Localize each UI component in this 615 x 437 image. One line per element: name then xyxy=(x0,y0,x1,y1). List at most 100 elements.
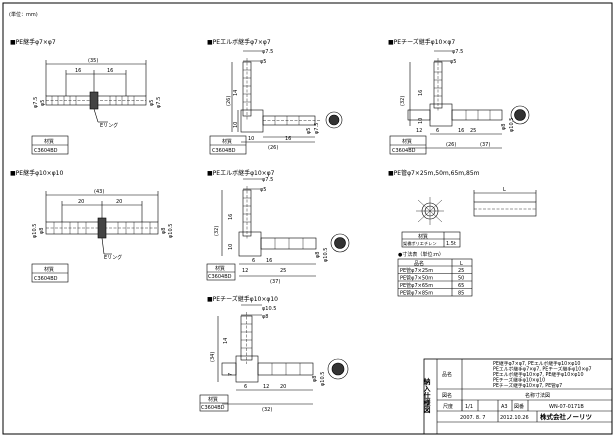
material-header: 材質 xyxy=(215,265,225,272)
part-title: ■PEチーズ継手φ10×φ10 xyxy=(207,295,278,303)
dim-label: φ7.5 xyxy=(262,49,273,55)
dim-label: φ7.5 xyxy=(314,123,320,134)
dim-label: φ5 xyxy=(260,187,266,193)
dim-label: 10 xyxy=(233,122,239,128)
material-header: 材質 xyxy=(208,396,218,403)
material-header: 材質 xyxy=(418,233,428,240)
unit-note: (単位：mm) xyxy=(9,11,38,18)
dim-label: φ8 xyxy=(315,252,321,258)
material-value: 架橋ポリエチレン xyxy=(403,240,437,247)
dim-label: (26) xyxy=(226,96,232,106)
hinmei-line: PE継手φ7×φ7, PEエルボ継手φ10×φ10 xyxy=(493,360,580,367)
dim-label: 10 xyxy=(418,118,424,124)
company-name: 株式会社ノーリツ xyxy=(540,412,593,421)
hinmei-label: 品名 xyxy=(442,371,452,378)
dim-label: φ5 xyxy=(260,59,266,65)
dim-label: 12 xyxy=(242,268,248,274)
table-cell: 25 xyxy=(458,268,464,274)
dim-label: 10 xyxy=(248,136,254,142)
table-header: 品名 xyxy=(414,260,424,267)
part-joint-10x10: ■PE継手φ10×φ10 (43) 20 20 φ10.5 φ8 φ8 φ10.… xyxy=(10,169,174,283)
dim-label: φ8 xyxy=(39,228,45,234)
dim-label: 16 xyxy=(228,214,234,220)
part-pe-pipe: ■PE管φ7×25m,50m,65m,85m L 材質 架橋ポリエチレン 1.5… xyxy=(388,169,537,297)
dim-label: (35) xyxy=(88,58,98,64)
dim-label: φ5 xyxy=(40,100,46,106)
dim-label: 20 xyxy=(280,384,286,390)
part-joint-7x7: ■PE継手φ7×φ7 (35) 16 16 φ7.5 φ5 φ5 φ7.5 Eリ… xyxy=(10,38,162,155)
table-cell: PE管φ7×25m xyxy=(400,267,433,274)
part-title: ■PEエルボ継手φ10×φ7 xyxy=(207,169,275,177)
dim-label: (32) xyxy=(214,226,220,236)
dim-label: 16 xyxy=(75,68,81,74)
dim-label: φ10.5 xyxy=(320,372,326,386)
part-title: ■PEエルボ継手φ7×φ7 xyxy=(207,38,271,46)
dim-label: 25 xyxy=(470,128,476,134)
size-table: 品名 L PE管φ7×25m 25 PE管φ7×50m 50 PE管φ7×65m… xyxy=(397,258,473,297)
table-cell: PE管φ7×50m xyxy=(400,275,433,282)
hinmei-line: PEエルボ継手φ10×φ7, PE継手φ10×φ10 xyxy=(493,371,584,378)
size-table-title: ●寸法表（単位:m） xyxy=(398,251,444,258)
hinmei-line: PEチーズ継手φ10×φ10 xyxy=(493,377,545,384)
part-title: ■PE継手φ10×φ10 xyxy=(10,169,63,177)
dim-label: (43) xyxy=(94,189,104,195)
paper-size: A3 xyxy=(501,404,508,410)
dim-label: φ7.5 xyxy=(33,97,39,108)
side-label: 納入仕様図 xyxy=(423,377,432,414)
dim-label: φ7.5 xyxy=(452,49,463,55)
table-header: L xyxy=(460,261,463,267)
dim-label: φ8 xyxy=(161,228,167,234)
dim-label: 16 xyxy=(266,258,272,264)
dim-label: φ10.5 xyxy=(509,118,515,132)
dim-label: φ10.5 xyxy=(168,224,174,238)
zuban-value: WN-07-0171B xyxy=(549,404,584,410)
part-title: ■PEチーズ継手φ10×φ7 xyxy=(388,38,455,46)
dim-label: 20 xyxy=(116,199,122,205)
dim-label: 16 xyxy=(458,128,464,134)
dim-label: φ8 xyxy=(312,376,318,382)
dim-label: 6 xyxy=(244,384,247,390)
dim-label: 10 xyxy=(228,244,234,250)
part-elbow-10x7: ■PEエルボ継手φ10×φ7 φ7.5 φ5 (32) 16 10 6 12 2… xyxy=(206,169,350,285)
scale-value: 1/1 xyxy=(465,404,473,410)
zuban-label: 図番 xyxy=(514,403,524,410)
material-header: 材質 xyxy=(402,138,412,145)
zumei-value: 名称寸法図 xyxy=(525,392,550,399)
dim-label: (37) xyxy=(270,279,280,285)
material-value: C3604BD xyxy=(212,148,236,154)
dim-label: 14 xyxy=(223,338,229,344)
dim-label: (26) xyxy=(446,142,456,148)
table-cell: 85 xyxy=(458,291,464,297)
dim-label-L: L xyxy=(503,187,506,193)
dim-label: 6 xyxy=(436,128,439,134)
dim-label: 20 xyxy=(78,199,84,205)
dim-label: φ7.5 xyxy=(262,177,273,183)
dim-label: (34) xyxy=(210,352,216,362)
dim-label: 12 xyxy=(416,128,422,134)
dim-label: 12 xyxy=(263,384,269,390)
table-cell: 65 xyxy=(458,283,464,289)
dim-label: 25 xyxy=(280,268,286,274)
dim-label: φ5 xyxy=(149,100,155,106)
material-value: C3604BD xyxy=(201,405,225,411)
material-value: C3604BD xyxy=(34,276,58,282)
material-header: 材質 xyxy=(44,138,54,145)
dim-label: φ7.5 xyxy=(156,97,162,108)
zumei-label: 図名 xyxy=(442,392,452,399)
dim-label: φ5 xyxy=(306,128,312,134)
dim-label: 14 xyxy=(233,90,239,96)
hinmei-lines: PE継手φ7×φ7, PEエルボ継手φ10×φ10 PEエルボ継手φ7×φ7, … xyxy=(493,360,592,389)
material-value: C3604BD xyxy=(208,274,232,280)
dim-label: φ8 xyxy=(262,314,268,320)
material-header: 材質 xyxy=(44,266,54,273)
table-cell: PE管φ7×65m xyxy=(400,282,433,289)
material-value: C3604BD xyxy=(34,148,58,154)
part-tee-10x7: ■PEチーズ継手φ10×φ7 φ7.5 φ5 (32) 16 10 (26) 6… xyxy=(388,38,530,155)
dim-label: (32) xyxy=(262,407,272,413)
dim-label: (32) xyxy=(400,96,406,106)
dim-label: 6 xyxy=(252,258,255,264)
part-title: ■PE継手φ7×φ7 xyxy=(10,38,56,46)
dim-label: (26) xyxy=(268,145,278,151)
